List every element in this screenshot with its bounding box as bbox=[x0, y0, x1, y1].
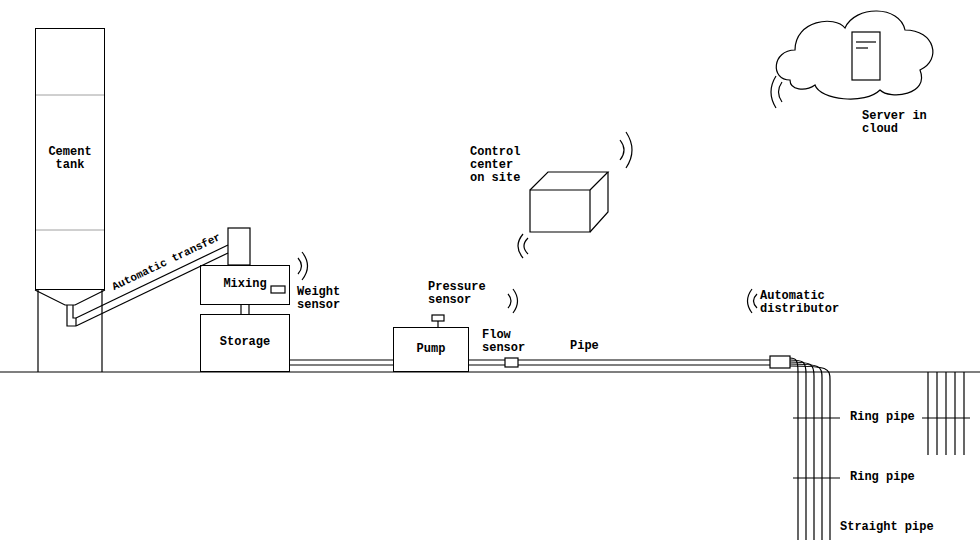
node-label: Pump bbox=[417, 343, 446, 356]
storage-chamber: Storage bbox=[200, 314, 290, 372]
hopper-box bbox=[228, 228, 250, 265]
cloud-label: Server in cloud bbox=[862, 110, 930, 136]
pipe-label: Straight pipe bbox=[840, 521, 934, 534]
conveyor-label: Automatic transfer bbox=[110, 231, 222, 293]
weight-sensor bbox=[271, 286, 285, 293]
distributor-label: Automatic distributor bbox=[760, 290, 846, 316]
silo-tank: Cement tank bbox=[35, 28, 105, 290]
control-center-box bbox=[530, 172, 608, 232]
cloud-outline bbox=[776, 11, 933, 99]
pipe-label: Ring pipe bbox=[850, 411, 915, 424]
distributor-pipes bbox=[790, 358, 840, 540]
mixer-outlet bbox=[241, 305, 249, 314]
sensor-label: Pressure sensor bbox=[428, 281, 494, 307]
mixing-chamber: Mixing bbox=[200, 265, 290, 305]
node-label: Cement tank bbox=[44, 146, 96, 172]
silo-parts bbox=[35, 95, 105, 372]
ground-line bbox=[0, 371, 980, 372]
flow-sensor bbox=[505, 358, 518, 367]
node-label: Mixing bbox=[223, 278, 266, 291]
pipe-connector bbox=[290, 360, 393, 365]
node-label: Storage bbox=[220, 336, 270, 349]
sensor-label: Flow sensor bbox=[482, 329, 532, 355]
pressure-sensor bbox=[432, 315, 444, 327]
pipe-label: Ring pipe bbox=[850, 471, 915, 484]
sensor-label: Weight sensor bbox=[297, 286, 357, 312]
pipe-label: Pipe bbox=[570, 340, 599, 353]
wireless-waves bbox=[298, 76, 782, 313]
pump-box: Pump bbox=[393, 327, 469, 372]
second-pipe-group bbox=[922, 372, 970, 455]
server-icon bbox=[852, 32, 880, 80]
distributor-box bbox=[770, 356, 790, 368]
site-label: Control center on site bbox=[470, 146, 530, 186]
